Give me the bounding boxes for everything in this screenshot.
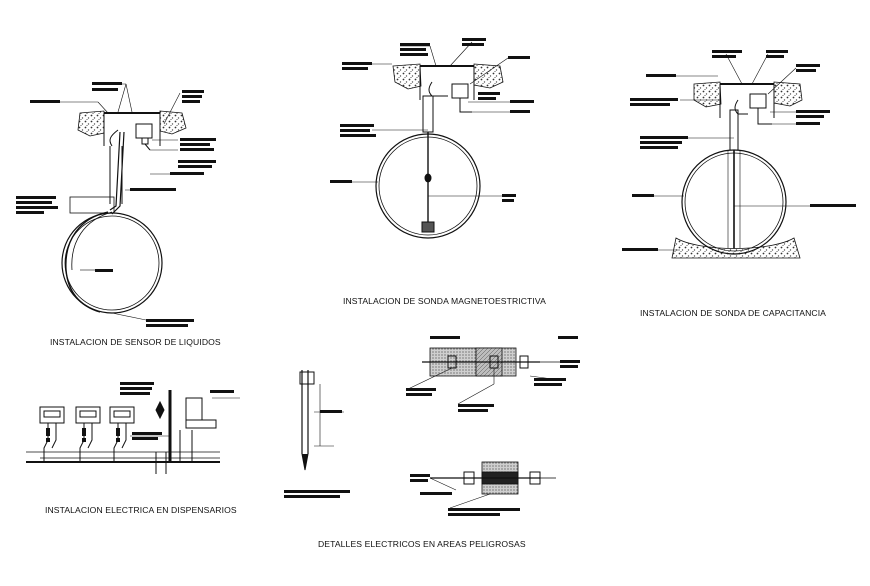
caption-capacitance-probe: INSTALACION DE SONDA DE CAPACITANCIA [640, 308, 827, 318]
liquid-sensor-detail [16, 82, 216, 327]
caption-liquid-sensor: INSTALACION DE SENSOR DE LIQUIDOS [50, 337, 221, 347]
caption-dispenser-electrical: INSTALACION ELECTRICA EN DISPENSARIOS [45, 505, 237, 515]
caption-hazardous-area-details: DETALLES ELECTRICOS EN AREAS PELIGROSAS [318, 539, 526, 549]
caption-magnetostrictive-probe: INSTALACION DE SONDA MAGNETOESTRICTIVA [343, 296, 546, 306]
capacitance-probe-detail [622, 50, 856, 259]
hazardous-area-detail [284, 336, 580, 516]
magnetostrictive-probe-detail [330, 38, 534, 239]
dispenser-electrical-detail [26, 382, 240, 474]
